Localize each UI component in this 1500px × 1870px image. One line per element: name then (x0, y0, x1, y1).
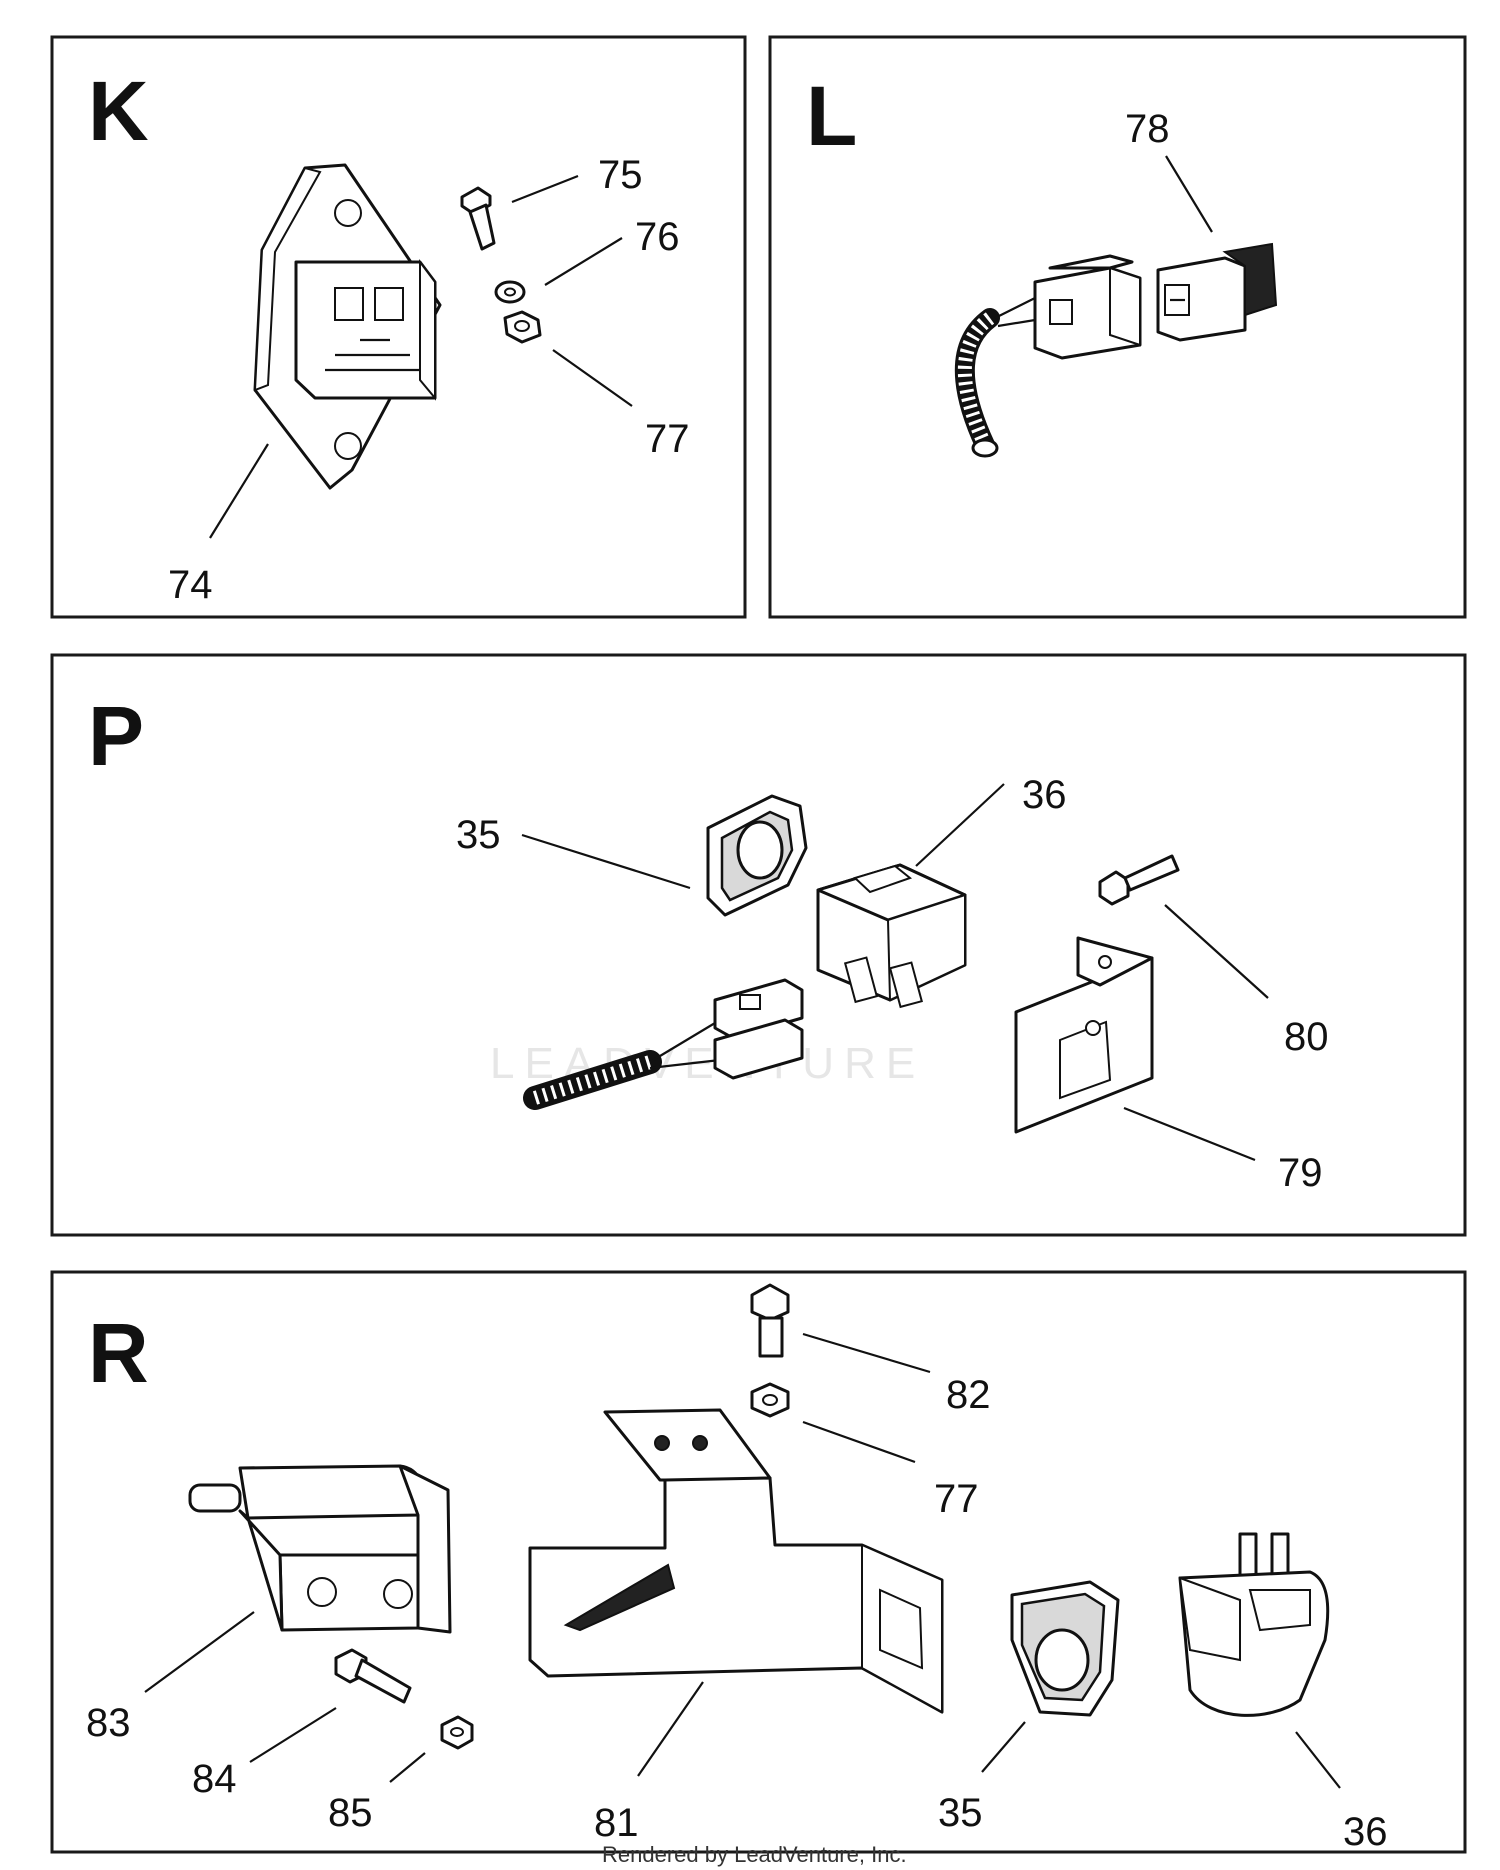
nut-part-77 (503, 310, 542, 344)
leader-36-r (1295, 1731, 1341, 1789)
leader-79 (1123, 1106, 1256, 1162)
bracket-part-79 (1014, 936, 1154, 1134)
wire-harness-part-78 (954, 242, 1278, 458)
bracket-part-81 (528, 1408, 944, 1714)
panel-p: P LEADVENTURE (50, 653, 1467, 1237)
pin-bracket-part-83 (188, 1464, 452, 1634)
bezel-part-35-r (1010, 1580, 1120, 1717)
callout-84: 84 (192, 1757, 237, 1801)
leader-78 (1165, 155, 1213, 233)
callout-36-r: 36 (1343, 1810, 1388, 1854)
callout-78: 78 (1125, 107, 1170, 151)
panel-p-letter: P (88, 689, 144, 783)
leader-82 (802, 1332, 931, 1374)
leader-35-p (521, 833, 691, 890)
nut-part-77-r (750, 1382, 790, 1418)
panel-r: R (50, 1270, 1467, 1854)
leader-83 (144, 1611, 255, 1693)
leader-36-p (915, 783, 1005, 867)
bolt-part-84 (334, 1648, 412, 1704)
callout-36-p: 36 (1022, 773, 1067, 817)
leader-81 (637, 1681, 704, 1777)
callout-80: 80 (1284, 1015, 1329, 1059)
leader-74 (209, 443, 269, 539)
switch-part-36-p (816, 863, 967, 1009)
callout-35-r: 35 (938, 1791, 983, 1835)
panel-k: K 75 (50, 35, 747, 619)
callout-74: 74 (168, 563, 213, 607)
switch-part-36-r (1178, 1532, 1330, 1717)
callout-83: 83 (86, 1701, 131, 1745)
bolt-part-82 (750, 1283, 790, 1358)
leader-77 (552, 349, 633, 407)
panel-p-frame (50, 653, 1467, 1237)
footer-credit: Rendered by LeadVenture, Inc. (602, 1842, 907, 1867)
receptacle-part-74 (253, 163, 442, 490)
callout-35-p: 35 (456, 813, 501, 857)
nut-part-85 (440, 1715, 474, 1750)
callout-81: 81 (594, 1801, 639, 1845)
leader-76 (544, 237, 623, 286)
screw-part-75 (460, 186, 496, 251)
leader-85 (389, 1752, 426, 1783)
callout-77-r: 77 (934, 1477, 979, 1521)
callout-85: 85 (328, 1791, 373, 1835)
callout-76: 76 (635, 215, 680, 259)
panel-k-letter: K (88, 64, 149, 158)
panel-l: L 78 (768, 35, 1467, 619)
leader-75 (511, 174, 579, 204)
callout-75: 75 (598, 153, 643, 197)
leader-84 (249, 1707, 337, 1763)
bezel-part-35-p (706, 794, 808, 917)
panel-r-letter: R (88, 1306, 149, 1400)
leader-80 (1164, 904, 1269, 999)
callout-82: 82 (946, 1373, 991, 1417)
panel-l-letter: L (806, 69, 857, 163)
harness-connector-part (523, 978, 804, 1110)
screw-part-80 (1098, 854, 1180, 906)
leader-77-r (802, 1420, 916, 1464)
callout-79: 79 (1278, 1151, 1323, 1195)
leader-35-r (981, 1721, 1026, 1773)
callout-77: 77 (645, 417, 690, 461)
